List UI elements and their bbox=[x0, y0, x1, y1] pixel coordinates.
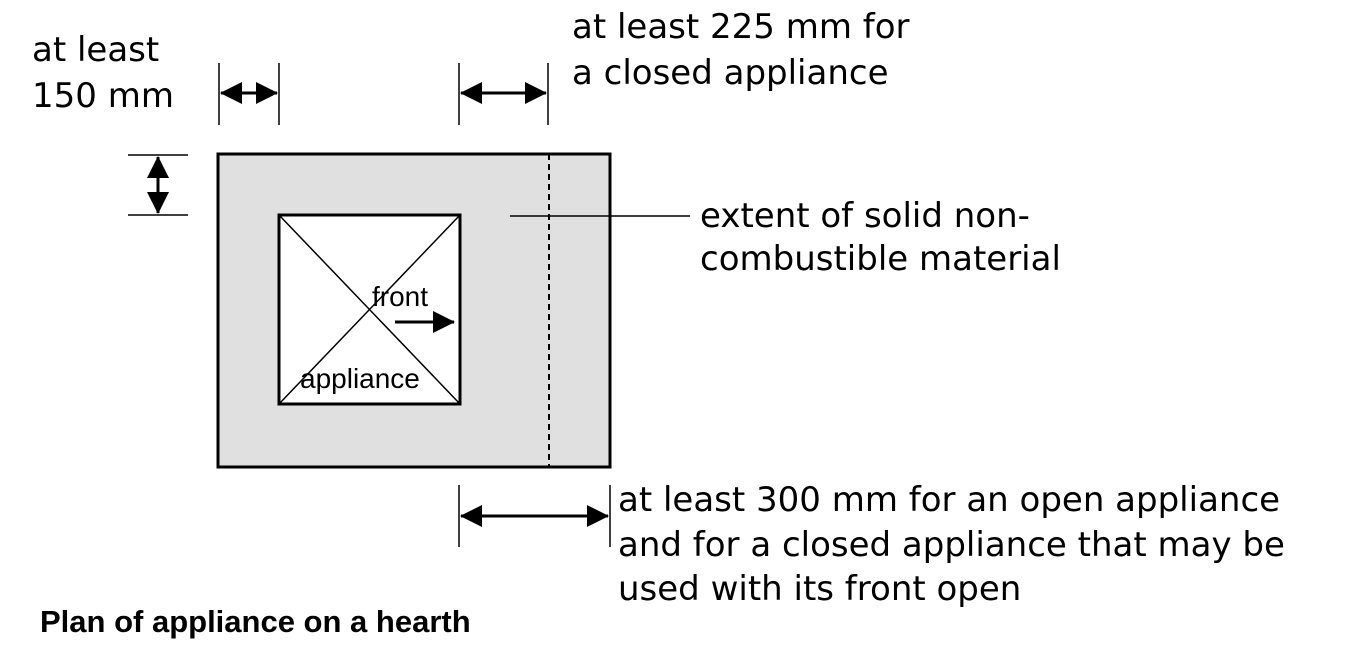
side-clearance-label-line1: at least bbox=[32, 30, 159, 70]
closed-clearance-label-line2: a closed appliance bbox=[572, 53, 889, 93]
side-clearance-label-line2: 150 mm bbox=[32, 76, 174, 116]
open-clearance-label-line3: used with its front open bbox=[618, 569, 1021, 609]
diagram-caption: Plan of appliance on a hearth bbox=[40, 604, 471, 639]
appliance-cross-line bbox=[278, 214, 461, 405]
open-clearance-label-line1: at least 300 mm for an open appliance bbox=[618, 480, 1280, 520]
extent-label-line1: extent of solid non- bbox=[700, 196, 1030, 236]
front-label: front bbox=[372, 281, 428, 312]
closed-clearance-label-line1: at least 225 mm for bbox=[572, 7, 910, 47]
appliance-label: appliance bbox=[300, 363, 420, 394]
open-clearance-label-line2: and for a closed appliance that may be bbox=[618, 525, 1285, 565]
extent-label-line2: combustible material bbox=[700, 239, 1061, 279]
